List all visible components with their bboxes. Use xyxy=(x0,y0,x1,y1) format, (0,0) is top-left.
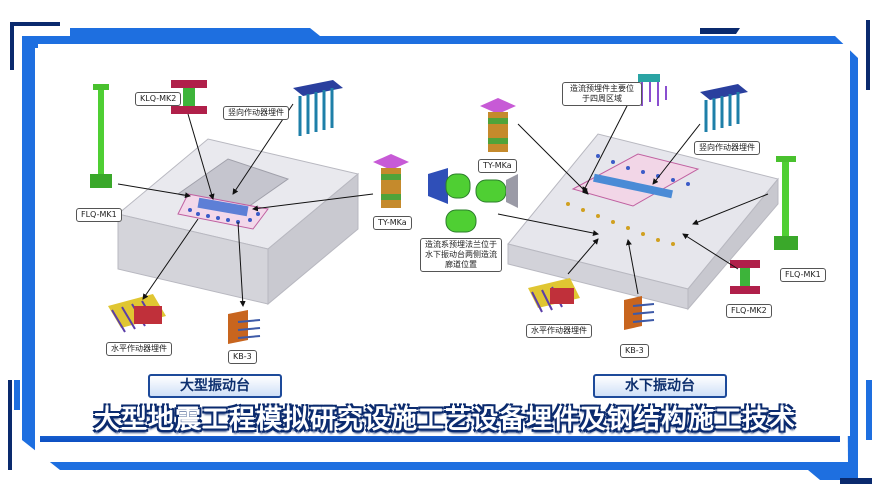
right-flq-mk2-model xyxy=(730,260,760,294)
banner-title: 大型地震工程模拟研究设施工艺设备埋件及钢结构施工技术 xyxy=(93,405,796,435)
label-right-vertical-actuator: 竖向作动器埋件 xyxy=(694,141,760,155)
label-right-flq-mk1: FLQ-MK1 xyxy=(780,268,826,282)
right-ty-mka-model xyxy=(480,98,516,152)
right-vertical-actuator-model xyxy=(700,84,748,132)
label-klq-mk2: KLQ-MK2 xyxy=(135,92,182,106)
diagram-panel: KLQ-MK2 竖向作动器埋件 FLQ-MK1 TY-MKa 水平作动器埋件 K… xyxy=(38,44,850,436)
right-pit-model xyxy=(507,133,779,311)
right-horizontal-actuator-model xyxy=(528,278,580,313)
label-right-ty-mka: TY-MKa xyxy=(478,159,517,173)
right-kb3-model xyxy=(624,296,655,330)
label-flow-main: 造流预埋件主要位于四周区域 xyxy=(562,82,642,106)
left-klq-mk2-model xyxy=(171,80,207,114)
right-flow-main-model xyxy=(638,74,667,106)
label-left-kb3: KB-3 xyxy=(228,350,257,364)
right-diagram-title: 水下振动台 xyxy=(593,374,727,398)
label-left-vertical-actuator: 竖向作动器埋件 xyxy=(223,106,289,120)
right-callout-arrows xyxy=(497,103,769,295)
label-left-flq-mk1: FLQ-MK1 xyxy=(76,208,122,222)
left-flq-mk1-model xyxy=(90,84,112,188)
right-flange-model xyxy=(428,168,518,233)
left-horizontal-actuator-model xyxy=(108,294,166,333)
label-right-kb3: KB-3 xyxy=(620,344,649,358)
left-vertical-actuator-model xyxy=(293,80,343,136)
label-left-horizontal-actuator: 水平作动器埋件 xyxy=(106,342,172,356)
label-right-horizontal-actuator: 水平作动器埋件 xyxy=(526,324,592,338)
right-flq-mk1-model xyxy=(774,156,798,250)
label-flange-note: 造流系预埋法兰位于水下振动台两侧造流廊道位置 xyxy=(420,238,502,272)
diagram-canvas xyxy=(90,74,798,344)
label-left-ty-mka: TY-MKa xyxy=(373,216,412,230)
left-pit-model xyxy=(116,138,360,306)
label-right-flq-mk2: FLQ-MK2 xyxy=(726,304,772,318)
left-kb3-model xyxy=(228,310,261,344)
left-diagram-title: 大型振动台 xyxy=(148,374,282,398)
left-ty-mka-model xyxy=(373,154,409,208)
